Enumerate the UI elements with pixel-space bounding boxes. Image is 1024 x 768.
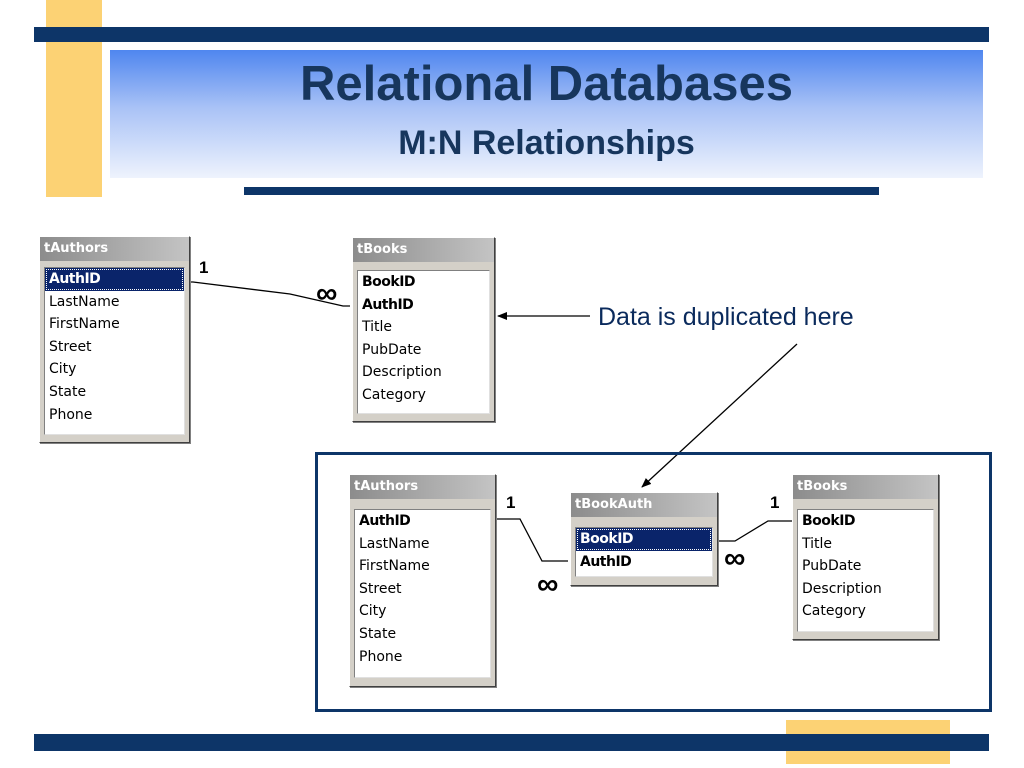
bottom-right-relationship-line xyxy=(718,520,794,542)
field-row[interactable]: LastName xyxy=(359,535,430,552)
bottom-left-relationship-line xyxy=(490,518,568,562)
table-title: tBookAuth xyxy=(571,493,717,517)
slide-title: Relational Databases xyxy=(300,57,793,111)
annotation-text: Data is duplicated here xyxy=(598,303,854,331)
top-rule xyxy=(34,27,989,42)
field-row[interactable]: Street xyxy=(49,338,92,355)
table-title: tBooks xyxy=(353,238,494,262)
top-relationship-line xyxy=(186,281,350,307)
field-row[interactable]: City xyxy=(359,603,387,620)
mn-example-frame xyxy=(315,452,992,712)
table-title: tAuthors xyxy=(350,475,495,499)
field-row[interactable]: LastName xyxy=(49,293,120,310)
field-row[interactable]: Phone xyxy=(359,648,403,665)
arrow-to-tbookauth xyxy=(641,343,798,488)
field-row[interactable]: AuthID xyxy=(45,268,184,291)
field-row[interactable]: BookID xyxy=(362,274,416,290)
field-list[interactable]: BookID AuthID xyxy=(575,527,713,577)
field-row[interactable]: PubDate xyxy=(362,341,422,358)
field-row[interactable]: AuthID xyxy=(359,513,411,529)
table-title: tAuthors xyxy=(40,237,189,261)
field-row[interactable]: BookID xyxy=(802,513,856,529)
slide-subtitle: M:N Relationships xyxy=(398,124,695,162)
field-row[interactable]: City xyxy=(49,361,77,378)
field-row[interactable]: State xyxy=(49,383,87,400)
field-row[interactable]: Street xyxy=(359,580,402,597)
table-window-tbookauth[interactable]: tBookAuth BookID AuthID xyxy=(570,492,718,586)
cardinality-many-label: ∞ xyxy=(537,568,559,601)
field-row[interactable]: AuthID xyxy=(580,553,632,570)
bottom-rule xyxy=(34,734,989,751)
cardinality-many-label: ∞ xyxy=(724,542,746,575)
title-underline xyxy=(244,187,879,195)
cardinality-one-label: 1 xyxy=(506,493,516,512)
title-background xyxy=(110,50,983,178)
field-row[interactable]: Description xyxy=(362,364,442,381)
field-row[interactable]: AuthID xyxy=(362,296,414,313)
field-row[interactable]: PubDate xyxy=(802,558,862,575)
field-row[interactable]: Phone xyxy=(49,406,93,423)
table-title: tBooks xyxy=(793,475,938,499)
field-row[interactable]: FirstName xyxy=(49,316,120,333)
field-row[interactable]: Title xyxy=(802,535,833,552)
field-row[interactable]: State xyxy=(359,625,397,642)
cardinality-one-label: 1 xyxy=(770,493,780,512)
field-row[interactable]: Description xyxy=(802,580,882,597)
cardinality-one-label: 1 xyxy=(199,258,209,277)
field-row[interactable]: FirstName xyxy=(359,558,430,575)
cardinality-many-label: ∞ xyxy=(316,277,338,310)
field-row[interactable]: BookID xyxy=(576,528,712,551)
field-row[interactable]: Category xyxy=(802,603,866,620)
field-row[interactable]: Title xyxy=(362,319,393,336)
field-row[interactable]: Category xyxy=(362,386,426,403)
